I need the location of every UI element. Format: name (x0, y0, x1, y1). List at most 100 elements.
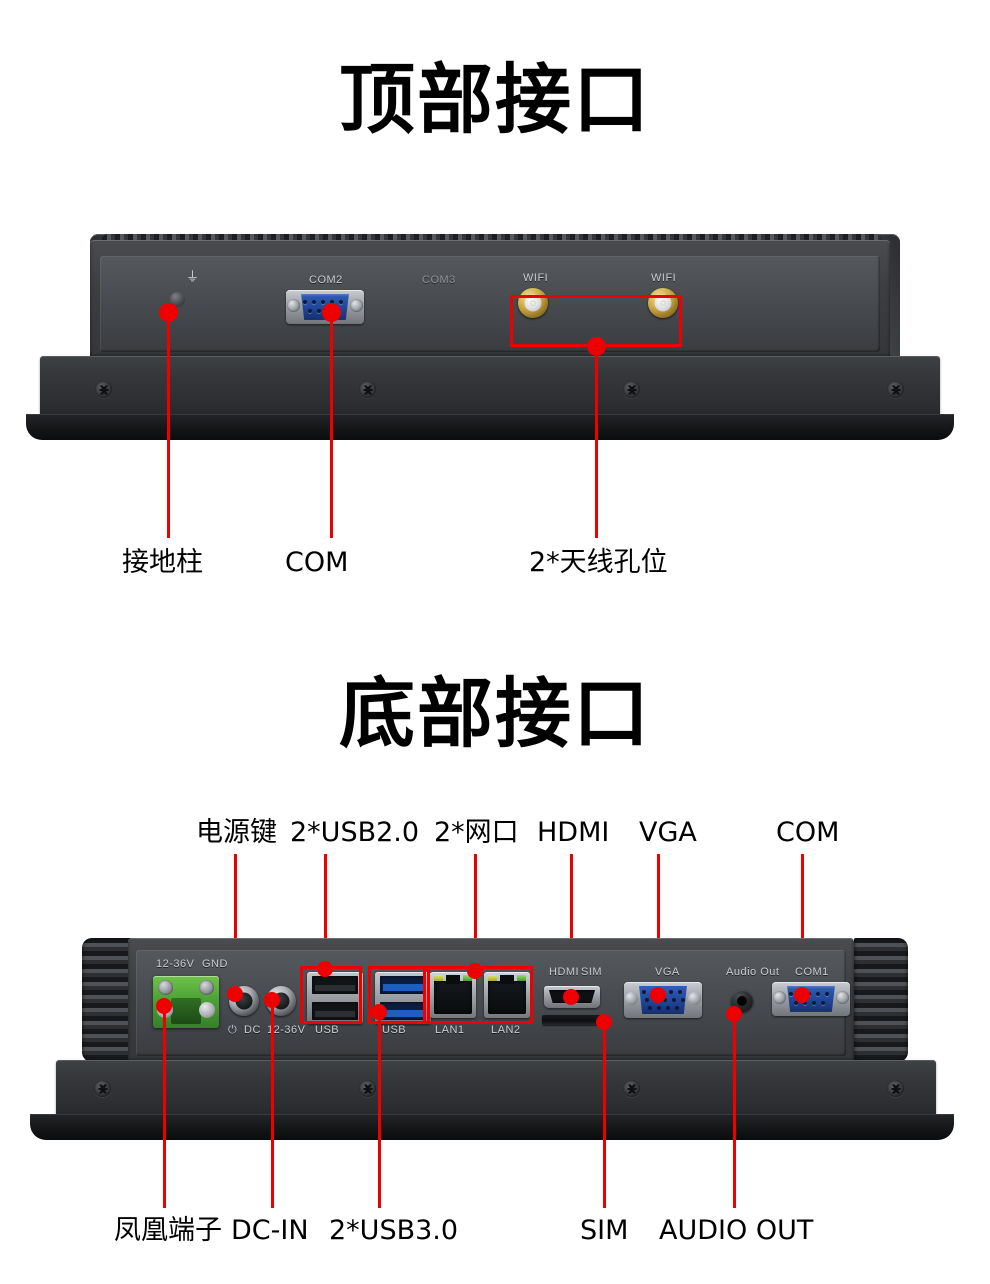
heatsink-fins-left (82, 938, 136, 1062)
lan-led-right (517, 975, 526, 982)
usb3-port-top (380, 976, 426, 994)
com3-silk-label: COM3 (422, 274, 456, 286)
ground-stud (170, 292, 185, 307)
dc-silk-label: DC (244, 1024, 261, 1036)
callout-dc-in: DC-IN (231, 1215, 309, 1246)
connector-plate (100, 256, 880, 352)
db9-jackscrew-right (350, 299, 363, 312)
front-bezel-band (40, 356, 940, 422)
heatsink-fins-right (854, 938, 908, 1062)
db9-jackscrew-right (836, 991, 849, 1004)
callout-usb2: 2*USB2.0 (290, 817, 420, 848)
wifi-left-silk-label: WIFI (523, 272, 549, 284)
com-port-leader-line (330, 312, 333, 538)
terminal-clamp-screw (199, 1002, 215, 1018)
callout-ground-stud: 接地柱 (122, 547, 203, 578)
usb3-leader-line (378, 1012, 381, 1208)
usb3-ports-highlight (368, 966, 430, 1024)
callout-sim: SIM (580, 1215, 629, 1246)
audio-out-silk-label: Audio Out (726, 966, 780, 978)
vga-silk-label: VGA (655, 966, 680, 978)
usb2-port-bottom (312, 1002, 358, 1020)
bezel-screw (887, 1080, 904, 1097)
dc-in-leader-line (271, 1000, 274, 1208)
com1-db9-connector (772, 982, 850, 1016)
bezel-screw (623, 381, 640, 398)
usb2-marker (317, 961, 333, 977)
com1-silk-label: COM1 (795, 966, 829, 978)
lan-led-left (434, 975, 443, 982)
lan1-port (430, 972, 476, 1018)
terminal-slot (171, 998, 201, 1024)
sim-leader-line (603, 1022, 606, 1208)
com1-leader-line (801, 854, 804, 994)
ground-symbol: ⏚ (186, 269, 200, 284)
usb-left-silk-label: USB (315, 1024, 340, 1036)
vga-leader-line (657, 854, 660, 994)
callout-vga: VGA (639, 817, 697, 848)
lan-leader-line (474, 854, 477, 970)
lan-led-right (463, 975, 472, 982)
lan2-silk-label: LAN2 (491, 1024, 521, 1036)
power-button-leader-line (234, 854, 237, 993)
wifi-antenna-hole-right (648, 288, 678, 318)
power-button-marker (227, 986, 243, 1002)
usb-right-silk-label: USB (382, 1024, 407, 1036)
bezel-outer-lip (26, 414, 954, 440)
antenna-holes-leader-line (595, 346, 598, 538)
com2-silk-label: COM2 (309, 274, 343, 286)
bottom-interface-title: 底部接口 (339, 669, 651, 758)
front-bezel-band-bottom (56, 1060, 936, 1122)
audio-out-leader-line (733, 1014, 736, 1208)
db9-jackscrew-left (287, 299, 300, 312)
callout-lan: 2*网口 (434, 817, 519, 848)
usb2-port-top (312, 976, 358, 994)
callout-power-button: 电源键 (196, 817, 277, 848)
lan-marker (467, 963, 483, 979)
callout-antenna-holes: 2*天线孔位 (529, 547, 668, 578)
terminal-screw (158, 980, 173, 995)
voltage-silk-label: 12-36V (156, 958, 195, 970)
bezel-screw (95, 381, 112, 398)
phoenix-terminal-leader-line (163, 1006, 166, 1208)
sim-silk-label: SIM (581, 966, 603, 978)
callout-com: COM (285, 547, 349, 578)
usb2-ports-highlight (300, 966, 362, 1024)
callout-com1: COM (776, 817, 840, 848)
vga-jackscrew-left (625, 992, 638, 1005)
usb2-ports (307, 972, 363, 1024)
bezel-screw (887, 381, 904, 398)
lan1-silk-label: LAN1 (435, 1024, 465, 1036)
bezel-screw (94, 1080, 111, 1097)
usb2-leader-line (324, 854, 327, 968)
lan2-port (484, 972, 530, 1018)
ground-stud-leader-line (167, 312, 170, 538)
device-bottom-view: 12-36V GND ⏻ DC 12-36V USB USB (10, 928, 980, 1156)
callout-hdmi: HDMI (537, 817, 610, 848)
vga-jackscrew-right (688, 992, 701, 1005)
hdmi-marker (563, 989, 579, 1005)
db9-jackscrew-left (773, 991, 786, 1004)
lan-jack-opening (488, 975, 526, 1014)
vga-marker (650, 987, 666, 1003)
callout-audio-out: AUDIO OUT (659, 1215, 814, 1246)
bezel-outer-lip-bottom (30, 1114, 954, 1140)
gnd-silk-label: GND (202, 958, 228, 970)
hdmi-silk-label: HDMI (549, 966, 580, 978)
lan-jack-opening (434, 975, 472, 1014)
callout-usb3: 2*USB3.0 (329, 1215, 459, 1246)
wifi-right-silk-label: WIFI (651, 272, 677, 284)
dc-range-silk-label: 12-36V (267, 1024, 306, 1036)
power-symbol-silk: ⏻ (228, 1024, 238, 1036)
lan-led-left (488, 975, 497, 982)
hdmi-leader-line (570, 854, 573, 996)
wifi-antenna-hole-left (518, 288, 548, 318)
com1-marker (794, 987, 810, 1003)
device-top-view: ⏚ COM2 COM3 WIFI WIFI (10, 226, 980, 456)
bezel-screw (359, 381, 376, 398)
usb3-port-bottom (380, 1002, 426, 1020)
callout-phoenix-terminal: 凤凰端子 (114, 1215, 222, 1246)
bezel-screw (623, 1080, 640, 1097)
top-interface-title: 顶部接口 (339, 55, 651, 144)
